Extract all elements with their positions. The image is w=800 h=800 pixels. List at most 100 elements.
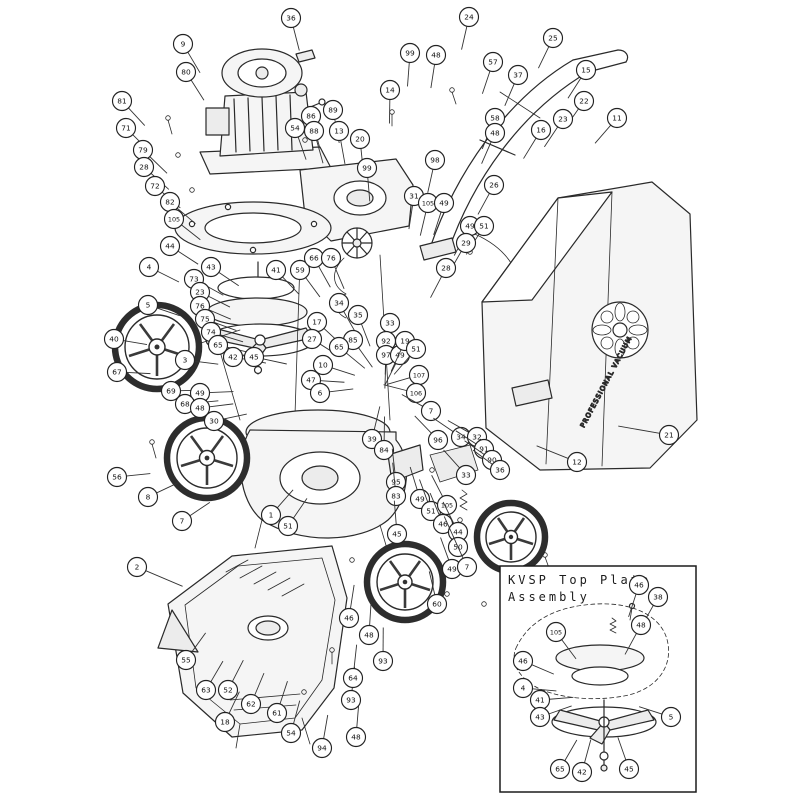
svg-text:47: 47 (306, 376, 316, 385)
svg-text:89: 89 (328, 106, 338, 115)
svg-text:93: 93 (378, 657, 388, 666)
svg-text:106: 106 (410, 390, 422, 398)
callout-60: 60 (426, 571, 448, 615)
svg-text:99: 99 (405, 49, 415, 58)
svg-text:59: 59 (295, 266, 305, 275)
svg-text:99: 99 (362, 164, 372, 173)
callout-26: 26 (477, 174, 505, 215)
svg-text:38: 38 (653, 593, 663, 602)
callout-105: 105 (545, 621, 577, 660)
svg-text:16: 16 (536, 126, 546, 135)
callout-81: 81 (111, 90, 146, 126)
callout-24: 24 (458, 6, 480, 50)
svg-text:72: 72 (150, 182, 159, 191)
svg-text:15: 15 (581, 66, 591, 75)
svg-text:84: 84 (379, 446, 389, 455)
svg-text:7: 7 (429, 407, 434, 416)
callout-42: 42 (571, 739, 593, 783)
callout-88: 88 (303, 120, 325, 164)
svg-text:17: 17 (312, 318, 322, 327)
wheel-mid-left (163, 414, 251, 502)
svg-text:31: 31 (409, 192, 419, 201)
svg-text:76: 76 (326, 254, 336, 263)
svg-text:92: 92 (381, 337, 390, 346)
callout-2: 2 (126, 556, 183, 587)
callout-36: 36 (280, 7, 302, 51)
svg-text:96: 96 (433, 436, 443, 445)
svg-text:42: 42 (577, 768, 586, 777)
svg-text:20: 20 (355, 135, 365, 144)
svg-text:21: 21 (664, 431, 674, 440)
svg-text:62: 62 (246, 700, 255, 709)
callout-29: 29 (449, 232, 477, 273)
svg-text:65: 65 (334, 343, 344, 352)
callout-49: 49 (189, 382, 234, 404)
callout-99: 99 (399, 42, 421, 87)
svg-text:95: 95 (391, 478, 401, 487)
callout-46: 46 (338, 584, 360, 629)
inset-title-line2: Assembly (508, 590, 590, 604)
callout-105: 105 (431, 475, 458, 516)
callout-43: 43 (200, 256, 239, 287)
svg-text:46: 46 (438, 520, 448, 529)
svg-text:49: 49 (415, 495, 425, 504)
svg-text:83: 83 (391, 492, 401, 501)
callout-54: 54 (284, 117, 307, 160)
svg-text:29: 29 (461, 239, 471, 248)
svg-text:49: 49 (195, 389, 205, 398)
callout-61: 61 (266, 681, 288, 724)
svg-text:46: 46 (518, 657, 528, 666)
callout-49: 49 (433, 192, 455, 236)
callout-67: 67 (106, 361, 151, 383)
callout-33: 33 (443, 449, 477, 486)
svg-text:67: 67 (112, 368, 122, 377)
callout-4: 4 (138, 256, 180, 283)
callout-48: 48 (345, 703, 367, 748)
svg-text:51: 51 (411, 345, 421, 354)
callout-63: 63 (195, 660, 224, 701)
svg-text:64: 64 (348, 674, 358, 683)
svg-text:57: 57 (488, 58, 498, 67)
callout-83: 83 (385, 462, 407, 507)
callout-43: 43 (529, 705, 572, 728)
svg-text:98: 98 (430, 156, 440, 165)
svg-text:18: 18 (220, 718, 230, 727)
svg-text:49: 49 (447, 565, 457, 574)
svg-text:37: 37 (513, 71, 523, 80)
bag-logo-rosette-icon (592, 302, 648, 358)
svg-text:79: 79 (138, 146, 148, 155)
callout-45: 45 (243, 346, 287, 368)
svg-text:45: 45 (624, 765, 634, 774)
svg-text:97: 97 (381, 351, 391, 360)
svg-text:63: 63 (201, 686, 211, 695)
svg-text:41: 41 (535, 696, 545, 705)
wheel-rear-center (363, 540, 447, 624)
callout-21: 21 (618, 424, 680, 446)
callout-57: 57 (481, 51, 504, 94)
svg-text:93: 93 (346, 696, 356, 705)
svg-text:36: 36 (495, 466, 505, 475)
callout-41: 41 (529, 689, 574, 711)
svg-text:80: 80 (181, 68, 191, 77)
callout-5: 5 (638, 706, 682, 728)
callout-46: 46 (628, 574, 650, 617)
svg-text:71: 71 (121, 124, 131, 133)
callout-51: 51 (277, 498, 308, 537)
svg-text:68: 68 (180, 400, 190, 409)
svg-text:48: 48 (431, 51, 441, 60)
callout-18: 18 (214, 691, 240, 733)
svg-text:34: 34 (456, 433, 466, 442)
svg-text:10: 10 (318, 361, 328, 370)
svg-text:51: 51 (426, 507, 436, 516)
callout-7: 7 (452, 536, 478, 578)
svg-text:3: 3 (183, 356, 188, 365)
wheel-front-left (111, 301, 203, 393)
svg-text:48: 48 (636, 621, 646, 630)
svg-text:44: 44 (453, 528, 463, 537)
svg-text:46: 46 (634, 581, 644, 590)
svg-text:39: 39 (367, 435, 377, 444)
callout-80: 80 (175, 61, 205, 101)
callout-10: 10 (312, 354, 356, 376)
